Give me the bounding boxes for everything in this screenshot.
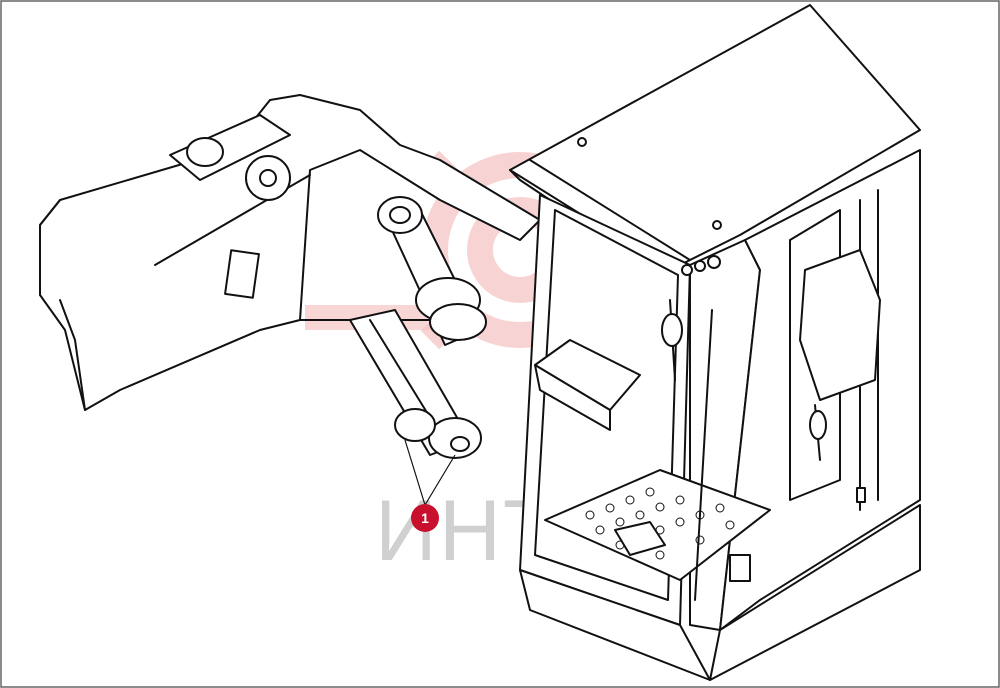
cab-light-icon — [681, 264, 693, 276]
callout-label: 1 — [421, 510, 429, 526]
operator-cab — [509, 4, 921, 681]
cab-light-icon — [707, 255, 721, 269]
cab-light-icon — [694, 260, 706, 272]
callout-marker — [411, 504, 439, 532]
boom — [39, 94, 541, 411]
boom-plate — [224, 249, 260, 299]
cab-floor-grating — [544, 469, 771, 581]
operator-seat — [799, 249, 881, 401]
callout-1: 1 — [404, 439, 456, 532]
hydraulic-cylinder-upper — [377, 196, 487, 346]
door-handle — [729, 554, 751, 582]
hydraulic-cylinder-lower — [349, 309, 482, 459]
